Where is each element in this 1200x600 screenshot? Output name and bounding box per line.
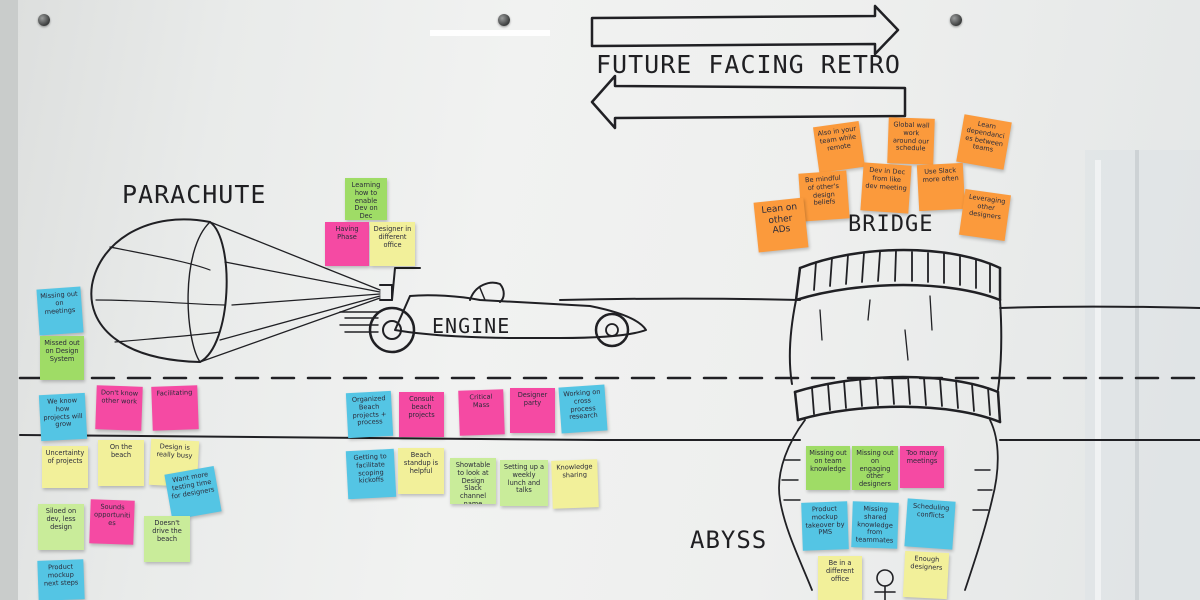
sticky-note: Doesn't drive the beach	[144, 516, 190, 562]
sticky-note: Sounds opportunities	[89, 499, 135, 545]
board-pin	[38, 14, 50, 26]
sticky-note: Global wall work around our schedule	[887, 117, 935, 165]
sticky-note: Learning how to enable Dev on Dec proces…	[345, 178, 387, 220]
sticky-note: Missing shared knowledge from teammates	[851, 501, 899, 549]
sticky-note: Designer party	[510, 388, 555, 433]
sticky-note: On the beach	[98, 440, 144, 486]
parachute-label: PARACHUTE	[122, 180, 267, 209]
sticky-note: Working on cross process research	[558, 384, 608, 434]
sticky-note: Learn dependancies between teams	[956, 114, 1012, 170]
sticky-note: Product mockup next steps	[37, 559, 85, 600]
sticky-note: Designer in different office	[370, 222, 415, 266]
sticky-note: Missing out on engaging other designers	[852, 446, 898, 490]
engine-label: ENGINE	[432, 314, 511, 338]
sticky-note: Knowledge sharing	[551, 459, 599, 509]
bridge-label: BRIDGE	[848, 212, 934, 237]
sticky-note: We know how projects will grow	[38, 392, 88, 442]
sticky-note: Facilitating	[151, 385, 199, 431]
sticky-note: Lean on other ADs	[753, 197, 809, 253]
sticky-note: Organized Beach projects + process	[345, 390, 394, 439]
sticky-note: Also in your team while remote	[813, 121, 865, 173]
sticky-note: Too many meetings	[900, 446, 944, 488]
sticky-note: Getting to facilitate scoping kickoffs	[345, 448, 397, 500]
sticky-note: Dev in Dec from like dev meeting	[860, 162, 912, 214]
sticky-note: Uncertainty of projects	[42, 446, 88, 488]
abyss-label: ABYSS	[690, 526, 768, 554]
sticky-note: Leveraging other designers	[959, 189, 1011, 241]
sticky-note: Be mindful of other's design beliefs	[798, 170, 850, 222]
board-pin	[498, 14, 510, 26]
sticky-note: Having Phase	[325, 222, 369, 266]
sticky-note: Setting up a weekly lunch and talks	[500, 460, 548, 506]
sticky-note: Siloed on dev, less design	[38, 504, 84, 550]
sticky-note: Product mockup takeover by PMS	[801, 501, 849, 551]
sticky-note: Missed out on Design System	[40, 336, 84, 380]
sticky-note: Missing out on meetings	[36, 286, 84, 336]
board-title: FUTURE FACING RETRO	[596, 50, 901, 79]
board-pin	[950, 14, 962, 26]
sticky-note: Use Slack more often	[916, 162, 966, 212]
sticky-note: Critical Mass	[458, 389, 505, 436]
sticky-note: Showtable to look at Design Slack channe…	[450, 458, 496, 504]
sticky-note: Enough designers	[902, 550, 950, 600]
sticky-note: Missing out on team knowledge	[806, 446, 850, 490]
sticky-note: Don't know other work	[95, 385, 143, 431]
sticky-note: Beach standup is helpful	[398, 448, 444, 494]
sticky-note: Consult beach projects	[399, 392, 444, 437]
sticky-note: Scheduling conflicts	[904, 498, 956, 550]
sticky-note: Be in a different office	[818, 556, 862, 600]
sticky-note: Want more testing time for designers	[164, 466, 222, 520]
